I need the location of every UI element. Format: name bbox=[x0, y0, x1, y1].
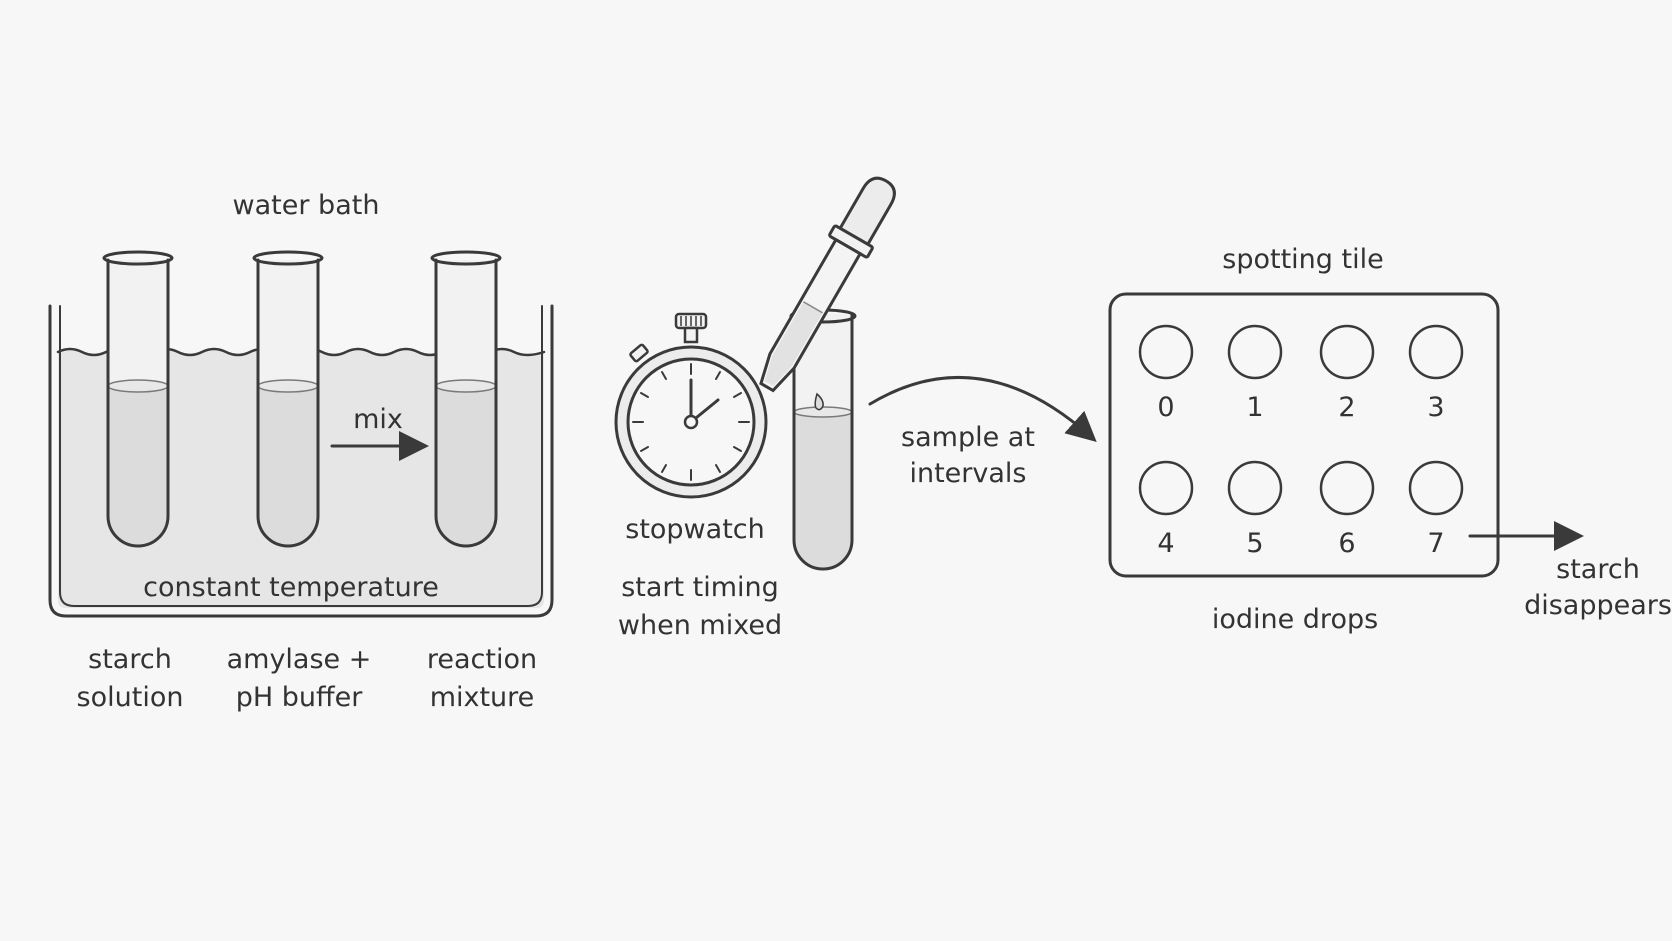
test-tube-amylase bbox=[252, 250, 324, 548]
starch-disappears-label-line1: starch bbox=[1556, 554, 1640, 585]
reaction-mixture-label-line2: mixture bbox=[430, 682, 535, 713]
sample-test-tube bbox=[789, 308, 857, 571]
tile-well-4 bbox=[1138, 460, 1194, 516]
tile-well-1 bbox=[1227, 324, 1283, 380]
reaction-mixture-label-line1: reaction bbox=[427, 644, 537, 675]
amylase-buffer-label-line1: amylase + bbox=[227, 644, 372, 675]
test-tube-reaction bbox=[430, 250, 502, 548]
starch-solution-label-line2: solution bbox=[77, 682, 184, 713]
well-number-6: 6 bbox=[1338, 528, 1355, 559]
stopwatch-label: stopwatch bbox=[625, 514, 764, 545]
tile-well-numbers: 0 1 2 3 4 5 6 7 bbox=[1157, 392, 1444, 559]
well-number-7: 7 bbox=[1427, 528, 1444, 559]
water-bath-container bbox=[48, 304, 554, 618]
sample-at-intervals-label-line2: intervals bbox=[909, 458, 1026, 489]
start-timing-label-line2: when mixed bbox=[618, 610, 782, 641]
stopwatch-icon bbox=[614, 312, 768, 499]
well-number-4: 4 bbox=[1157, 528, 1174, 559]
spotting-tile-label: spotting tile bbox=[1222, 244, 1383, 275]
tile-well-2 bbox=[1319, 324, 1375, 380]
sample-arrow bbox=[868, 375, 1097, 442]
water-bath-label: water bath bbox=[233, 190, 380, 221]
tile-well-7 bbox=[1408, 460, 1464, 516]
tile-wells bbox=[1138, 324, 1464, 516]
tile-well-3 bbox=[1408, 324, 1464, 380]
tile-well-5 bbox=[1227, 460, 1283, 516]
mix-label: mix bbox=[353, 404, 403, 435]
constant-temperature-label: constant temperature bbox=[143, 572, 439, 603]
sample-at-intervals-label-line1: sample at bbox=[901, 422, 1035, 453]
start-timing-label-line1: start timing bbox=[621, 572, 779, 603]
water-bath-inner-wall bbox=[59, 305, 543, 607]
pipette-drop bbox=[814, 392, 824, 411]
well-number-2: 2 bbox=[1338, 392, 1355, 423]
iodine-drops-label: iodine drops bbox=[1212, 604, 1378, 635]
well-number-3: 3 bbox=[1427, 392, 1444, 423]
test-tube-starch bbox=[102, 250, 174, 548]
well-number-5: 5 bbox=[1246, 528, 1263, 559]
spotting-tile bbox=[1108, 292, 1500, 578]
starch-disappears-label-line2: disappears bbox=[1524, 590, 1672, 621]
well-number-0: 0 bbox=[1157, 392, 1174, 423]
amylase-buffer-label-line2: pH buffer bbox=[236, 682, 363, 713]
tile-well-6 bbox=[1319, 460, 1375, 516]
tile-well-0 bbox=[1138, 324, 1194, 380]
starch-solution-label-line1: starch bbox=[88, 644, 172, 675]
well-number-1: 1 bbox=[1246, 392, 1263, 423]
pipette-icon bbox=[759, 176, 896, 393]
